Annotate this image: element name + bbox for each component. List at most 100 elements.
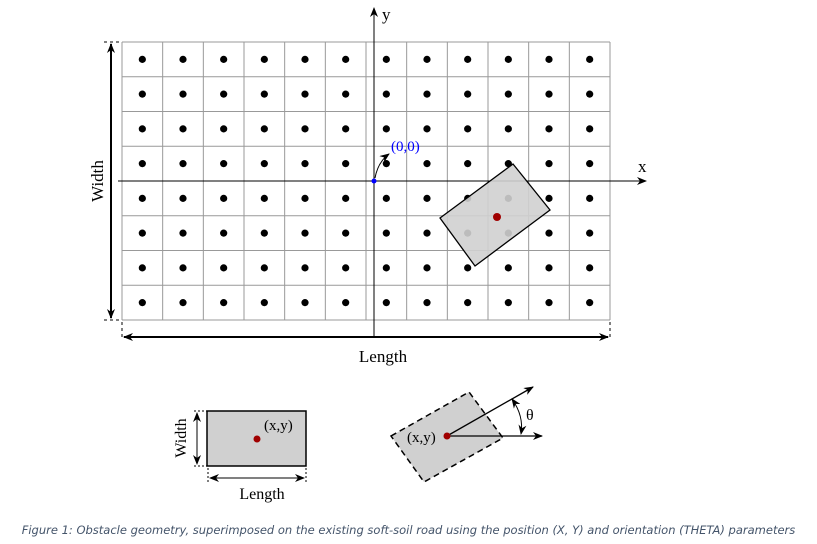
grid-point xyxy=(464,160,472,168)
grid-point xyxy=(423,125,431,133)
grid-point xyxy=(382,299,390,307)
grid-point xyxy=(260,299,268,307)
grid-point xyxy=(504,55,512,63)
grid-point xyxy=(342,264,350,272)
grid-point xyxy=(220,264,228,272)
grid-point xyxy=(179,125,187,133)
grid-point xyxy=(423,229,431,237)
y-axis-label: y xyxy=(382,5,391,24)
grid-point xyxy=(342,160,350,168)
grid-point xyxy=(301,229,309,237)
grid-point xyxy=(545,264,553,272)
grid-point xyxy=(586,125,594,133)
rotated-center-point xyxy=(443,432,451,440)
grid-point xyxy=(138,194,146,202)
grid-point xyxy=(260,264,268,272)
grid-point xyxy=(179,90,187,98)
grid-point xyxy=(179,160,187,168)
grid-point xyxy=(382,194,390,202)
grid-point xyxy=(586,90,594,98)
grid-point xyxy=(260,55,268,63)
grid-point xyxy=(260,160,268,168)
length-label: Length xyxy=(359,347,408,366)
grid-point xyxy=(545,55,553,63)
grid-point xyxy=(138,160,146,168)
grid-point xyxy=(545,194,553,202)
grid-point xyxy=(423,299,431,307)
grid-point xyxy=(301,55,309,63)
grid-point xyxy=(342,299,350,307)
grid-point xyxy=(545,299,553,307)
origin-label: (0,0) xyxy=(391,139,420,155)
detail-length-label: Length xyxy=(239,486,284,503)
grid-point xyxy=(138,125,146,133)
grid-point xyxy=(382,264,390,272)
grid-point xyxy=(464,90,472,98)
grid-point xyxy=(179,264,187,272)
obstacle-center-point xyxy=(493,213,501,221)
detail-point-label: (x,y) xyxy=(264,418,293,434)
grid-point xyxy=(545,125,553,133)
grid-point xyxy=(220,299,228,307)
grid-point xyxy=(423,90,431,98)
grid-point xyxy=(586,160,594,168)
grid-point xyxy=(220,229,228,237)
grid-point xyxy=(464,125,472,133)
grid-point xyxy=(504,125,512,133)
grid-point xyxy=(545,160,553,168)
grid-point xyxy=(179,299,187,307)
grid-point xyxy=(179,229,187,237)
figure-caption: Figure 1: Obstacle geometry, superimpose… xyxy=(21,523,796,537)
orientation-arrow xyxy=(446,386,534,437)
grid-point xyxy=(260,194,268,202)
grid-point xyxy=(260,229,268,237)
grid-point xyxy=(138,90,146,98)
grid-point xyxy=(382,125,390,133)
grid-point xyxy=(301,125,309,133)
grid-point xyxy=(220,90,228,98)
grid-point xyxy=(504,90,512,98)
grid-point xyxy=(260,90,268,98)
origin-point xyxy=(371,178,377,184)
grid-point xyxy=(342,55,350,63)
theta-label: θ xyxy=(526,407,534,424)
grid-point xyxy=(504,264,512,272)
angle-arc xyxy=(511,398,527,435)
grid-point xyxy=(260,125,268,133)
grid-point xyxy=(464,264,472,272)
grid-point xyxy=(586,299,594,307)
grid-point xyxy=(586,194,594,202)
grid-point xyxy=(423,55,431,63)
grid-point xyxy=(342,90,350,98)
grid-point xyxy=(220,194,228,202)
grid-point xyxy=(138,55,146,63)
grid-point xyxy=(301,299,309,307)
rotated-point-label: (x,y) xyxy=(407,430,436,446)
width-label: Width xyxy=(88,160,107,202)
grid-point xyxy=(382,90,390,98)
grid-point xyxy=(342,194,350,202)
grid-point xyxy=(138,229,146,237)
origin-arrow xyxy=(374,153,390,179)
grid-point xyxy=(138,299,146,307)
grid-point xyxy=(220,125,228,133)
grid-point xyxy=(423,194,431,202)
grid-point xyxy=(382,229,390,237)
grid-point xyxy=(464,299,472,307)
grid-point xyxy=(220,55,228,63)
grid-point xyxy=(423,160,431,168)
grid-point xyxy=(586,264,594,272)
grid-point xyxy=(342,229,350,237)
x-axis-label: x xyxy=(638,157,647,176)
grid-point xyxy=(179,194,187,202)
grid-point xyxy=(586,229,594,237)
grid-point xyxy=(301,194,309,202)
detail-center-point xyxy=(253,435,261,443)
grid-point xyxy=(464,55,472,63)
grid-point xyxy=(545,229,553,237)
grid-point xyxy=(301,90,309,98)
grid-point xyxy=(423,264,431,272)
grid-point xyxy=(301,160,309,168)
grid-point xyxy=(382,55,390,63)
grid-point xyxy=(179,55,187,63)
